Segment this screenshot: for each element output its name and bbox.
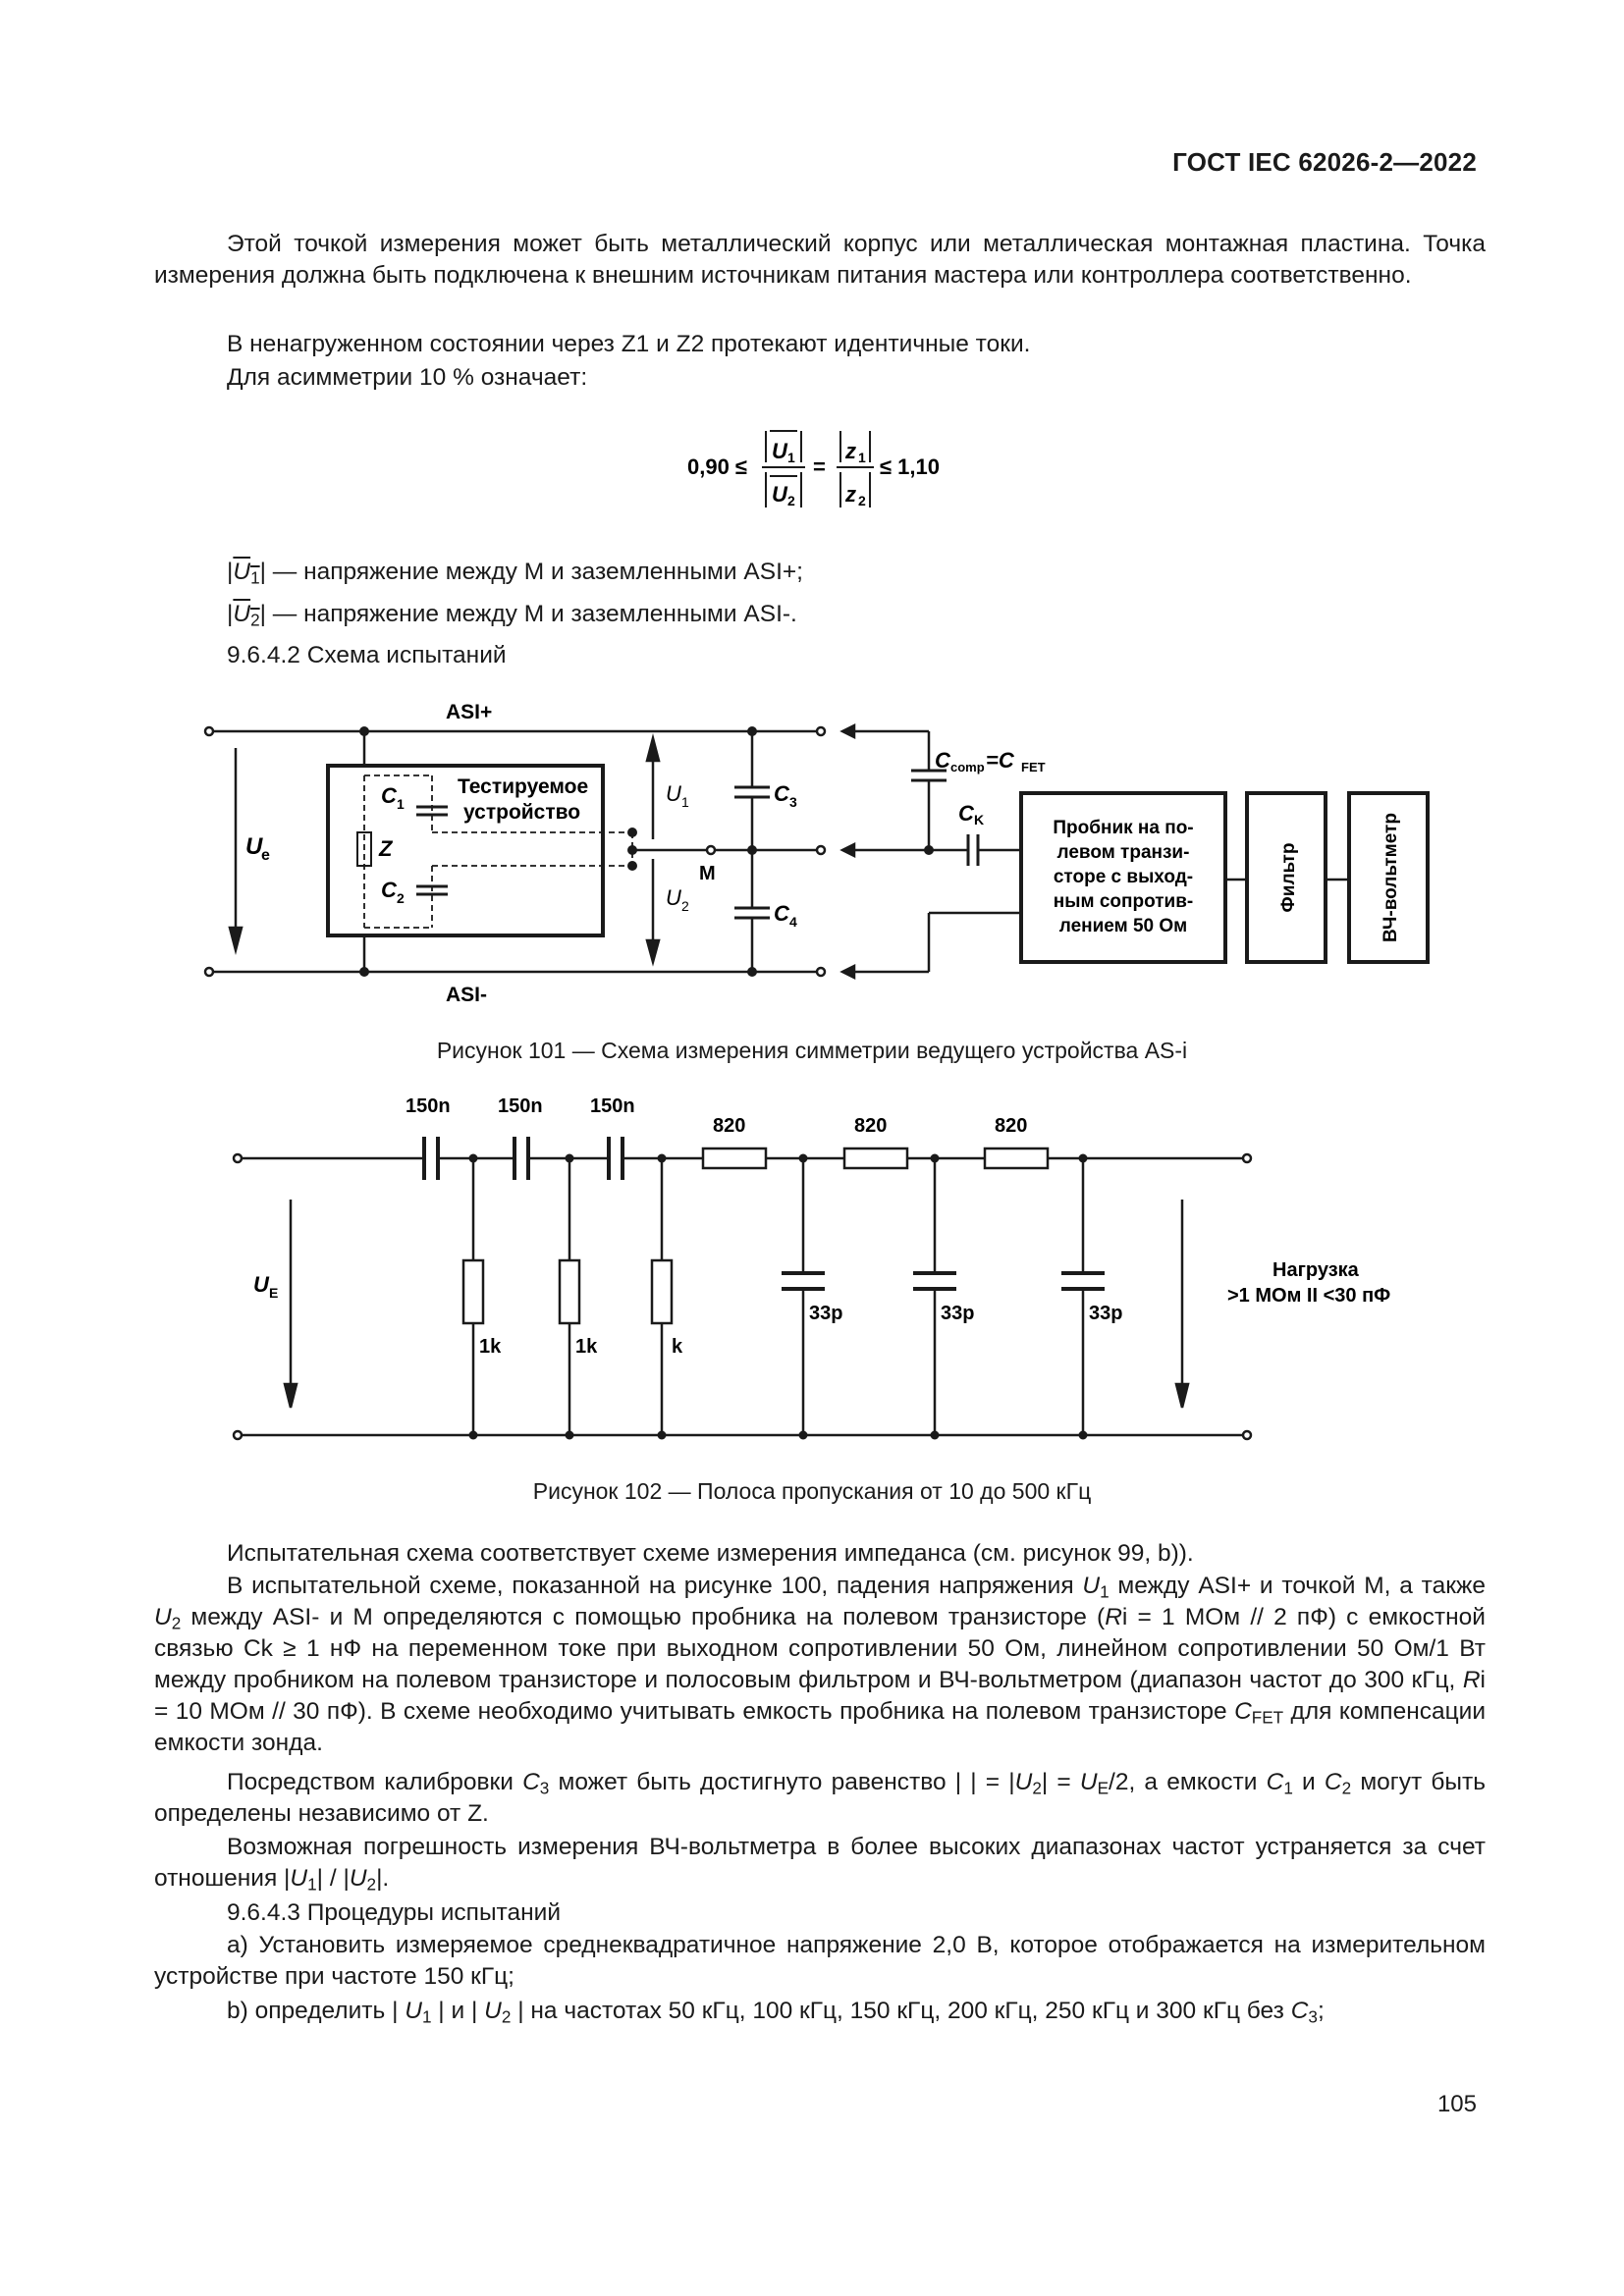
formula-lower-bound: 0,90 ≤ bbox=[687, 454, 747, 479]
label-ue-102: U bbox=[253, 1272, 270, 1297]
label-ccomp-sub: comp bbox=[950, 760, 985, 774]
label-ck: C bbox=[958, 801, 975, 826]
label-asi-minus: ASI- bbox=[446, 984, 487, 1006]
svg-text:сторе с выход-: сторе с выход- bbox=[1054, 867, 1193, 887]
label-asi-plus: ASI+ bbox=[446, 701, 492, 723]
figure-102-diagram: 150n 150n 150n 820 820 820 1k 1k k 33p 3… bbox=[232, 1095, 1390, 1441]
label-u1-sub: 1 bbox=[681, 794, 689, 810]
svg-text:левом транзи-: левом транзи- bbox=[1057, 842, 1190, 863]
label-ue: U bbox=[245, 833, 263, 860]
label-shunt-res-2: 1k bbox=[575, 1336, 598, 1358]
label-cfet-sub: FET bbox=[1021, 760, 1046, 774]
label-c1: C bbox=[381, 783, 398, 808]
label-dut-line2: устройство bbox=[463, 801, 580, 824]
svg-text:ным сопротив-: ным сопротив- bbox=[1054, 891, 1193, 912]
formula-z1: z bbox=[844, 439, 856, 463]
label-dut-line1: Тестируемое bbox=[458, 775, 588, 798]
label-c3-sub: 3 bbox=[789, 794, 797, 810]
intro-paragraph-2: В ненагруженном состоянии через Z1 и Z2 … bbox=[227, 331, 1031, 357]
label-c4: C bbox=[774, 901, 790, 926]
formula-u2-sub: 2 bbox=[787, 493, 795, 508]
label-shunt-res-3: k bbox=[672, 1336, 683, 1358]
label-u2: U bbox=[666, 885, 681, 910]
label-m: M bbox=[699, 863, 716, 884]
label-cap-2: 150n bbox=[498, 1095, 543, 1117]
label-c2: C bbox=[381, 878, 398, 902]
label-shunt-cap-2: 33p bbox=[941, 1303, 974, 1324]
formula-u2: U bbox=[772, 482, 788, 507]
svg-text:Пробник на по-: Пробник на по- bbox=[1053, 818, 1193, 838]
formula-z2-sub: 2 bbox=[858, 493, 866, 508]
label-z: Z bbox=[378, 836, 394, 861]
definition-u2: |U2| — напряжение между М и заземленными… bbox=[227, 601, 797, 630]
asymmetry-formula: 0,90 ≤ U 1 U 2 = z 1 z 2 ≤ 1,10 bbox=[687, 430, 940, 508]
label-series-res-2: 820 bbox=[854, 1115, 887, 1137]
body-paragraph-d: Возможная погрешность измерения ВЧ-вольт… bbox=[154, 1834, 1486, 1895]
definition-u1: |U1| — напряжение между М и заземленными… bbox=[227, 559, 803, 588]
intro-paragraph-1: Этой точкой измерения может быть металли… bbox=[154, 231, 1486, 289]
body-paragraph-b: В испытательной схеме, показанной на рис… bbox=[154, 1573, 1487, 1756]
formula-u1: U bbox=[772, 439, 788, 463]
label-shunt-cap-3: 33p bbox=[1089, 1303, 1122, 1324]
label-u1: U bbox=[666, 781, 681, 806]
intro-paragraph-3: Для асимметрии 10 % означает: bbox=[227, 364, 588, 391]
label-cap-1: 150n bbox=[406, 1095, 451, 1117]
label-c1-sub: 1 bbox=[397, 796, 405, 812]
formula-z1-sub: 1 bbox=[858, 450, 866, 465]
section-heading-9-6-4-3: 9.6.4.3 Процедуры испытаний bbox=[227, 1899, 562, 1926]
body-paragraph-f: b) определить | U1 | и | U2 | на частота… bbox=[227, 1998, 1325, 2027]
body-paragraph-e: a) Установить измеряемое среднеквадратич… bbox=[154, 1932, 1486, 1990]
formula-equals: = bbox=[813, 454, 826, 479]
label-load-line1: Нагрузка bbox=[1272, 1259, 1360, 1281]
label-c3: C bbox=[774, 781, 790, 806]
label-shunt-res-1: 1k bbox=[479, 1336, 502, 1358]
label-ccomp: C bbox=[935, 748, 951, 773]
filter-box-label: Фильтр bbox=[1278, 843, 1299, 913]
section-heading-9-6-4-2: 9.6.4.2 Схема испытаний bbox=[227, 642, 507, 668]
formula-z2: z bbox=[844, 482, 856, 507]
figure-102-caption: Рисунок 102 — Полоса пропускания от 10 д… bbox=[532, 1478, 1092, 1504]
figure-101-diagram: ASI+ ASI- U e Z C 1 C 2 Тестируемое устр… bbox=[203, 701, 1430, 1006]
voltmeter-box-label: ВЧ-вольтметр bbox=[1380, 813, 1401, 942]
label-load-line2: >1 МОм II <30 пФ bbox=[1227, 1285, 1390, 1307]
page-number: 105 bbox=[1436, 2091, 1477, 2117]
label-c4-sub: 4 bbox=[789, 914, 797, 930]
svg-text:лением 50 Ом: лением 50 Ом bbox=[1059, 916, 1187, 936]
label-shunt-cap-1: 33p bbox=[809, 1303, 842, 1324]
probe-box-label: Пробник на по- левом транзи- сторе с вых… bbox=[1053, 818, 1193, 936]
label-cap-3: 150n bbox=[590, 1095, 635, 1117]
label-u2-sub: 2 bbox=[681, 898, 689, 914]
label-cfet: =C bbox=[986, 748, 1015, 773]
label-c2-sub: 2 bbox=[397, 890, 405, 906]
label-ue-sub: e bbox=[261, 847, 270, 864]
label-series-res-1: 820 bbox=[713, 1115, 745, 1137]
body-paragraph-c: Посредством калибровки C3 может быть дос… bbox=[154, 1769, 1486, 1827]
label-ck-sub: K bbox=[974, 812, 984, 828]
document-header: ГОСТ IEC 62026-2—2022 bbox=[1172, 147, 1477, 177]
label-series-res-3: 820 bbox=[995, 1115, 1027, 1137]
formula-upper-bound: ≤ 1,10 bbox=[880, 454, 940, 479]
label-ue-102-sub: E bbox=[269, 1285, 278, 1301]
body-paragraph-a: Испытательная схема соответствует схеме … bbox=[227, 1540, 1194, 1567]
formula-u1-sub: 1 bbox=[787, 450, 795, 465]
figure-101-caption: Рисунок 101 — Схема измерения симметрии … bbox=[436, 1038, 1188, 1063]
